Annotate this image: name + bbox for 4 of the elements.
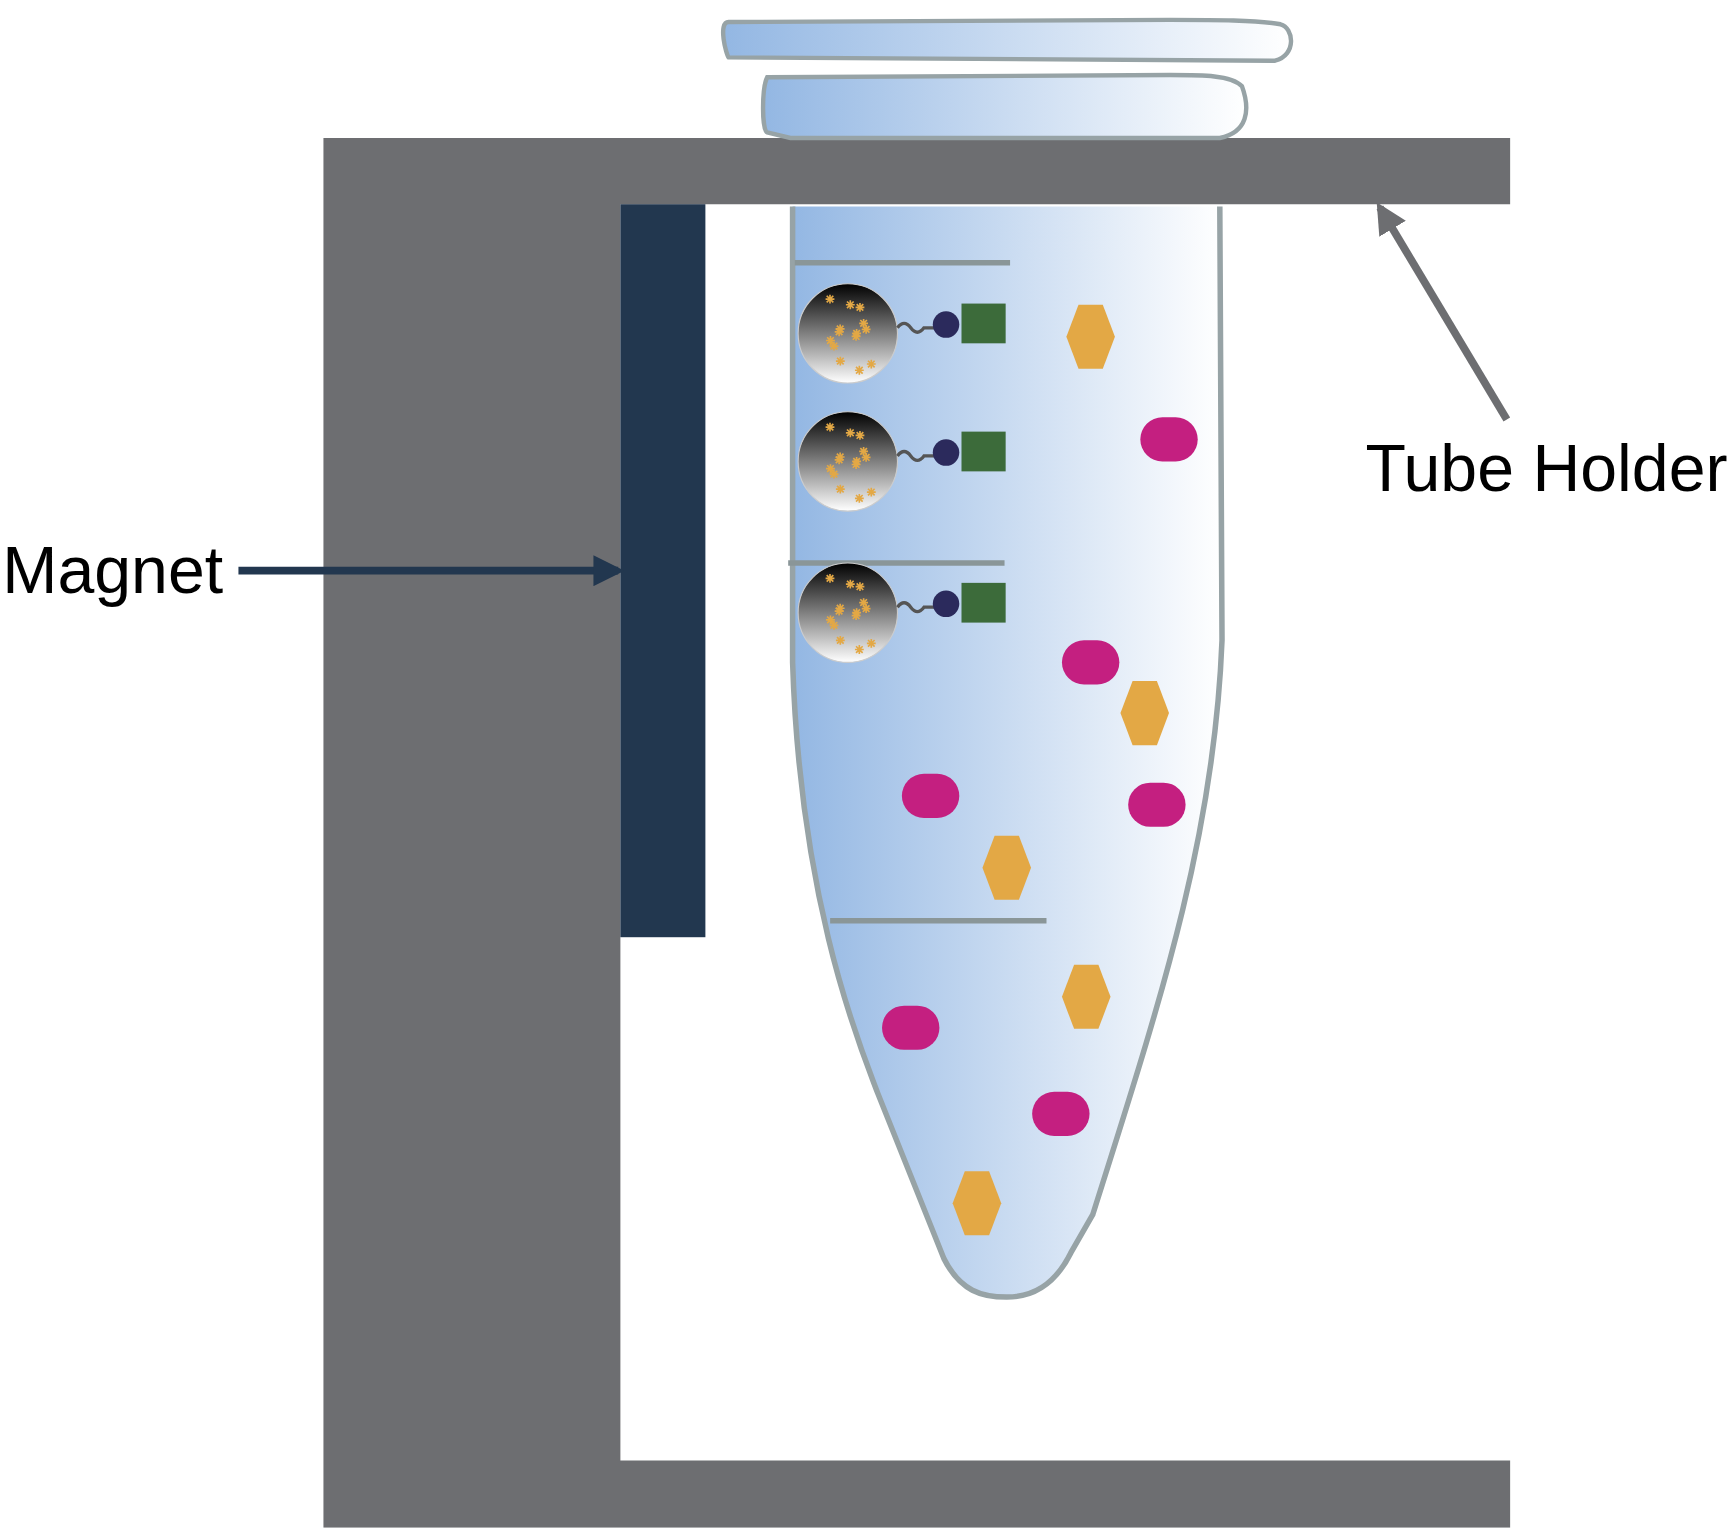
leader-arrow <box>1376 202 1511 422</box>
part-label: Tube Holder <box>1365 436 1728 503</box>
magnet-bar <box>620 204 706 938</box>
tube-holder-rack <box>323 138 1511 1528</box>
